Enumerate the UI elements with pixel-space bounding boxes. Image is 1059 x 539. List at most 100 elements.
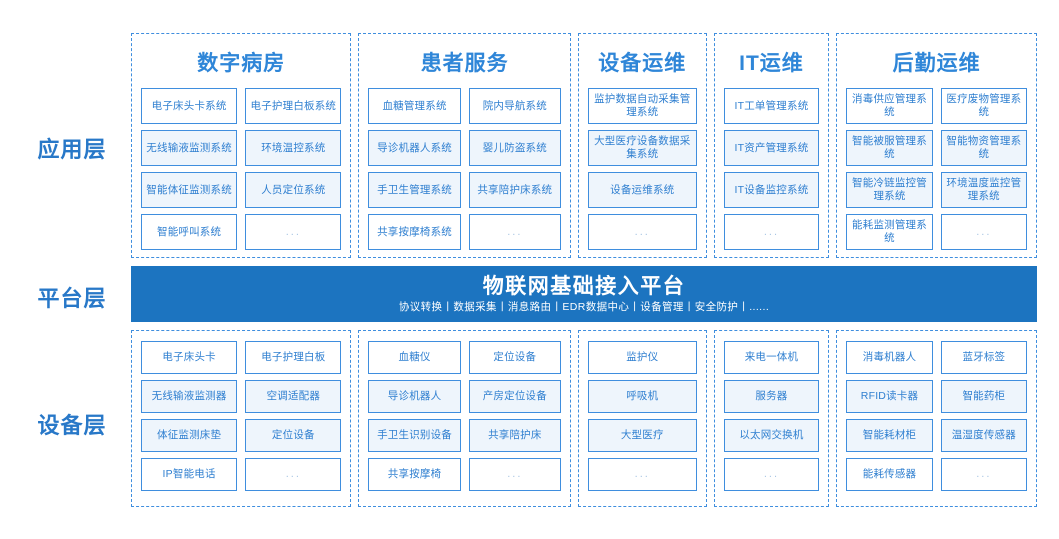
system-box: 电子护理白板 xyxy=(245,341,342,374)
system-box: 电子护理白板系统 xyxy=(245,88,342,124)
box-row: 无线输液监测系统环境温控系统 xyxy=(141,130,342,166)
system-box: 大型医疗设备数据采集系统 xyxy=(587,130,697,166)
box-row: 电子床头卡系统电子护理白板系统 xyxy=(141,88,342,124)
box-row: 导诊机器人产房定位设备 xyxy=(368,380,561,413)
system-box: 无线输液监测器 xyxy=(141,380,238,413)
layer-label-device: 设备层 xyxy=(37,413,107,438)
system-box: 导诊机器人系统 xyxy=(368,130,461,166)
application-column-3: 设备运维监护数据自动采集管理系统大型医疗设备数据采集系统设备运维系统... xyxy=(577,33,707,258)
system-box: IT工单管理系统 xyxy=(723,88,820,124)
column-rows: 血糖仪定位设备导诊机器人产房定位设备手卫生识别设备共享陪护床共享按摩椅... xyxy=(368,341,561,506)
column-rows: 来电一体机服务器以太网交换机... xyxy=(723,341,820,506)
system-box: 无线输液监测系统 xyxy=(141,130,238,166)
box-row: RFID读卡器智能药柜 xyxy=(846,380,1028,413)
box-row: 智能呼叫系统... xyxy=(141,214,342,250)
box-row: 以太网交换机 xyxy=(723,419,820,452)
system-box: 服务器 xyxy=(723,380,820,413)
box-row: 大型医疗设备数据采集系统 xyxy=(587,130,697,166)
more-items-placeholder: ... xyxy=(587,458,697,491)
system-box: 人员定位系统 xyxy=(245,172,342,208)
system-box: 以太网交换机 xyxy=(723,419,820,452)
box-row: 来电一体机 xyxy=(723,341,820,374)
system-box: 手卫生管理系统 xyxy=(368,172,461,208)
system-box: 空调适配器 xyxy=(245,380,342,413)
box-row: ... xyxy=(723,458,820,491)
box-row: 智能耗材柜温湿度传感器 xyxy=(846,419,1028,452)
application-column-2: 患者服务血糖管理系统院内导航系统导诊机器人系统婴儿防盗系统手卫生管理系统共享陪护… xyxy=(358,33,571,258)
system-box: 导诊机器人 xyxy=(368,380,461,413)
box-row: 无线输液监测器空调适配器 xyxy=(141,380,342,413)
system-box: 消毒供应管理系统 xyxy=(846,88,933,124)
system-box: 智能呼叫系统 xyxy=(141,214,238,250)
column-rows: 消毒供应管理系统医疗废物管理系统智能被服管理系统智能物资管理系统智能冷链监控管理… xyxy=(846,88,1028,257)
system-box: 共享按摩椅 xyxy=(368,458,461,491)
box-row: 体征监测床垫定位设备 xyxy=(141,419,342,452)
box-row: 呼吸机 xyxy=(587,380,697,413)
box-row: 电子床头卡电子护理白板 xyxy=(141,341,342,374)
column-rows: 血糖管理系统院内导航系统导诊机器人系统婴儿防盗系统手卫生管理系统共享陪护床系统共… xyxy=(368,88,561,257)
system-box: 智能被服管理系统 xyxy=(846,130,933,166)
more-items-placeholder: ... xyxy=(723,214,820,250)
system-box: 定位设备 xyxy=(468,341,561,374)
application-layer: 数字病房电子床头卡系统电子护理白板系统无线输液监测系统环境温控系统智能体征监测系… xyxy=(131,33,1037,258)
system-box: 智能体征监测系统 xyxy=(141,172,238,208)
system-box: 蓝牙标签 xyxy=(940,341,1028,374)
system-box: IT资产管理系统 xyxy=(723,130,820,166)
system-box: 共享陪护床系统 xyxy=(468,172,561,208)
system-box: 监护数据自动采集管理系统 xyxy=(587,88,697,124)
box-row: 服务器 xyxy=(723,380,820,413)
box-row: IP智能电话... xyxy=(141,458,342,491)
box-row: 智能体征监测系统人员定位系统 xyxy=(141,172,342,208)
system-box: IP智能电话 xyxy=(141,458,238,491)
system-box: 智能冷链监控管理系统 xyxy=(846,172,933,208)
box-row: 智能被服管理系统智能物资管理系统 xyxy=(846,130,1028,166)
system-box: 共享陪护床 xyxy=(468,419,561,452)
system-box: RFID读卡器 xyxy=(846,380,933,413)
box-row: 共享按摩椅系统... xyxy=(368,214,561,250)
box-row: 大型医疗 xyxy=(587,419,697,452)
column-rows: 电子床头卡系统电子护理白板系统无线输液监测系统环境温控系统智能体征监测系统人员定… xyxy=(141,88,342,257)
device-column-3: 监护仪呼吸机大型医疗... xyxy=(577,330,707,507)
system-box: 手卫生识别设备 xyxy=(368,419,461,452)
system-box: 监护仪 xyxy=(587,341,697,374)
more-items-placeholder: ... xyxy=(468,214,561,250)
system-box: 智能物资管理系统 xyxy=(940,130,1028,166)
box-row: 血糖仪定位设备 xyxy=(368,341,561,374)
box-row: ... xyxy=(587,214,697,250)
column-rows: 监护仪呼吸机大型医疗... xyxy=(587,341,697,506)
more-items-placeholder: ... xyxy=(468,458,561,491)
box-row: 导诊机器人系统婴儿防盗系统 xyxy=(368,130,561,166)
box-row: IT设备监控系统 xyxy=(723,172,820,208)
system-box: 设备运维系统 xyxy=(587,172,697,208)
more-items-placeholder: ... xyxy=(245,214,342,250)
box-row: ... xyxy=(587,458,697,491)
system-box: 消毒机器人 xyxy=(846,341,933,374)
box-row: 监护仪 xyxy=(587,341,697,374)
system-box: 体征监测床垫 xyxy=(141,419,238,452)
system-box: 院内导航系统 xyxy=(468,88,561,124)
device-column-2: 血糖仪定位设备导诊机器人产房定位设备手卫生识别设备共享陪护床共享按摩椅... xyxy=(358,330,571,507)
application-column-1: 数字病房电子床头卡系统电子护理白板系统无线输液监测系统环境温控系统智能体征监测系… xyxy=(131,33,352,258)
box-row: 设备运维系统 xyxy=(587,172,697,208)
box-row: 手卫生识别设备共享陪护床 xyxy=(368,419,561,452)
platform-layer-banner: 物联网基础接入平台 协议转换丨数据采集丨消息路由丨EDR数据中心丨设备管理丨安全… xyxy=(131,266,1037,322)
column-rows: 监护数据自动采集管理系统大型医疗设备数据采集系统设备运维系统... xyxy=(587,88,697,257)
system-box: 共享按摩椅系统 xyxy=(368,214,461,250)
system-box: 智能药柜 xyxy=(940,380,1028,413)
box-row: 血糖管理系统院内导航系统 xyxy=(368,88,561,124)
system-box: 能耗传感器 xyxy=(846,458,933,491)
device-column-4: 来电一体机服务器以太网交换机... xyxy=(713,330,830,507)
column-rows: IT工单管理系统 IT资产管理系统 IT设备监控系统... xyxy=(723,88,820,257)
more-items-placeholder: ... xyxy=(245,458,342,491)
box-row: 共享按摩椅... xyxy=(368,458,561,491)
layer-label-application: 应用层 xyxy=(37,137,107,162)
box-row: ... xyxy=(723,214,820,250)
column-title: 患者服务 xyxy=(420,52,509,75)
box-row: 智能冷链监控管理系统环境温度监控管理系统 xyxy=(846,172,1028,208)
